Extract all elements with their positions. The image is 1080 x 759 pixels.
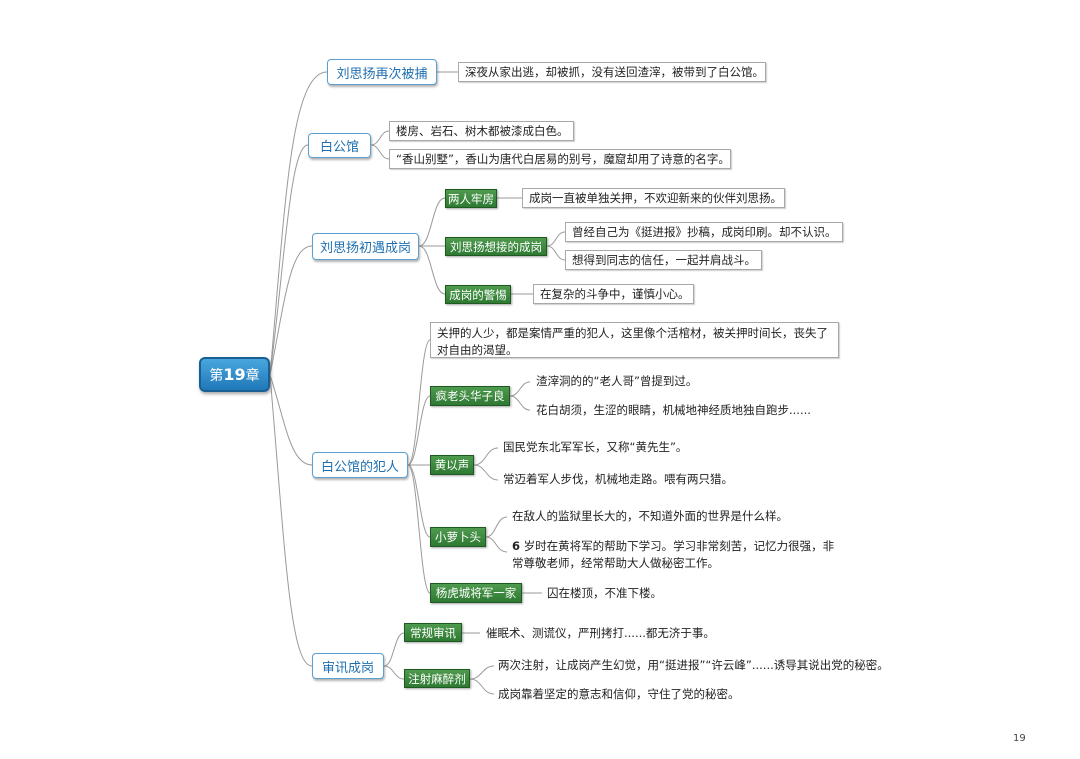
b4-tag-1[interactable]: 疯老头华子良 (430, 386, 510, 406)
branch-b5[interactable]: 审讯成岗 (312, 653, 384, 679)
branch-b4[interactable]: 白公馆的犯人 (312, 452, 408, 478)
b3-tag-3[interactable]: 成岗的警惕 (445, 285, 511, 304)
b4-t4-leaf-1: 囚在楼顶，不准下楼。 (547, 586, 662, 600)
b4-t3-leaf-2: 6 岁时在黄将军的帮助下学习。学习非常刻苦，记忆力很强，非常尊敬老师，经常帮助大… (512, 538, 842, 572)
b5-tag-1[interactable]: 常规审讯 (404, 623, 462, 642)
b3-tag-1[interactable]: 两人牢房 (445, 189, 497, 208)
page-number: 19 (1013, 733, 1026, 744)
b5-t2-leaf-2: 成岗靠着坚定的意志和信仰，守住了党的秘密。 (498, 687, 740, 701)
b1-leaf-1: 深夜从家出逃，却被抓，没有送回渣滓，被带到了白公馆。 (458, 62, 766, 82)
b3-t1-leaf-1: 成岗一直被单独关押，不欢迎新来的伙伴刘思扬。 (522, 188, 785, 208)
root-label-prefix: 第 (209, 367, 224, 384)
branch-b2[interactable]: 白公馆 (308, 133, 371, 158)
link-root-b4 (269, 374, 313, 466)
b4-tag-4[interactable]: 杨虎城将军一家 (430, 583, 522, 603)
b5-t2-leaf-1: 两次注射，让成岗产生幻觉，用“挺进报”“许云峰”......诱导其说出党的秘密。 (498, 658, 889, 672)
b4-t1-leaf-2: 花白胡须，生涩的眼睛，机械地神经质地独自跑步...... (536, 403, 811, 417)
b4-t1-leaf-1: 渣滓洞的的“老人哥”曾提到过。 (536, 374, 698, 388)
b4-t3-leaf-2-text: 岁时在黄将军的帮助下学习。学习非常刻苦，记忆力很强，非常尊敬老师，经常帮助大人做… (512, 539, 835, 570)
b4-t3-leaf-2-num: 6 (512, 539, 521, 553)
link-root-b1 (269, 71, 328, 376)
b4-t3-leaf-1: 在敌人的监狱里长大的，不知道外面的世界是什么样。 (512, 509, 788, 523)
b4-t2-leaf-1: 国民党东北军军长，又称“黄先生”。 (503, 440, 688, 454)
branch-b3[interactable]: 刘思扬初遇成岗 (312, 233, 419, 260)
branch-b1[interactable]: 刘思扬再次被捕 (327, 59, 437, 85)
b4-tag-2[interactable]: 黄以声 (430, 455, 474, 475)
b3-tag-2[interactable]: 刘思扬想接的成岗 (445, 237, 547, 256)
root-label-num: 19 (223, 365, 246, 384)
link-root-b2 (269, 144, 309, 376)
b4-tag-3[interactable]: 小萝卜头 (430, 527, 486, 547)
root-label-suffix: 章 (245, 367, 260, 384)
b2-leaf-2: “香山别墅”，香山为唐代白居易的别号，魔窟却用了诗意的名字。 (389, 149, 731, 169)
b2-leaf-1: 楼房、岩石、树木都被漆成白色。 (389, 121, 574, 141)
b3-t2-leaf-1: 曾经自己为《挺进报》抄稿，成岗印刷。却不认识。 (565, 222, 843, 242)
b4-leaf-0: 关押的人少，都是案情严重的犯人，这里像个活棺材，被关押时间长，丧失了对自由的渴望… (430, 322, 839, 358)
b3-t3-leaf-1: 在复杂的斗争中，谨慎小心。 (533, 284, 694, 304)
b5-t1-leaf-1: 催眠术、测谎仪，严刑拷打......都无济于事。 (486, 626, 715, 640)
link-root-b5 (269, 374, 313, 667)
b4-t2-leaf-2: 常迈着军人步伐，机械地走路。喂有两只猎。 (503, 472, 733, 486)
b3-t2-leaf-2: 想得到同志的信任，一起并肩战斗。 (565, 250, 762, 270)
link-root-b3 (269, 245, 313, 376)
b5-tag-2[interactable]: 注射麻醉剂 (404, 669, 470, 688)
